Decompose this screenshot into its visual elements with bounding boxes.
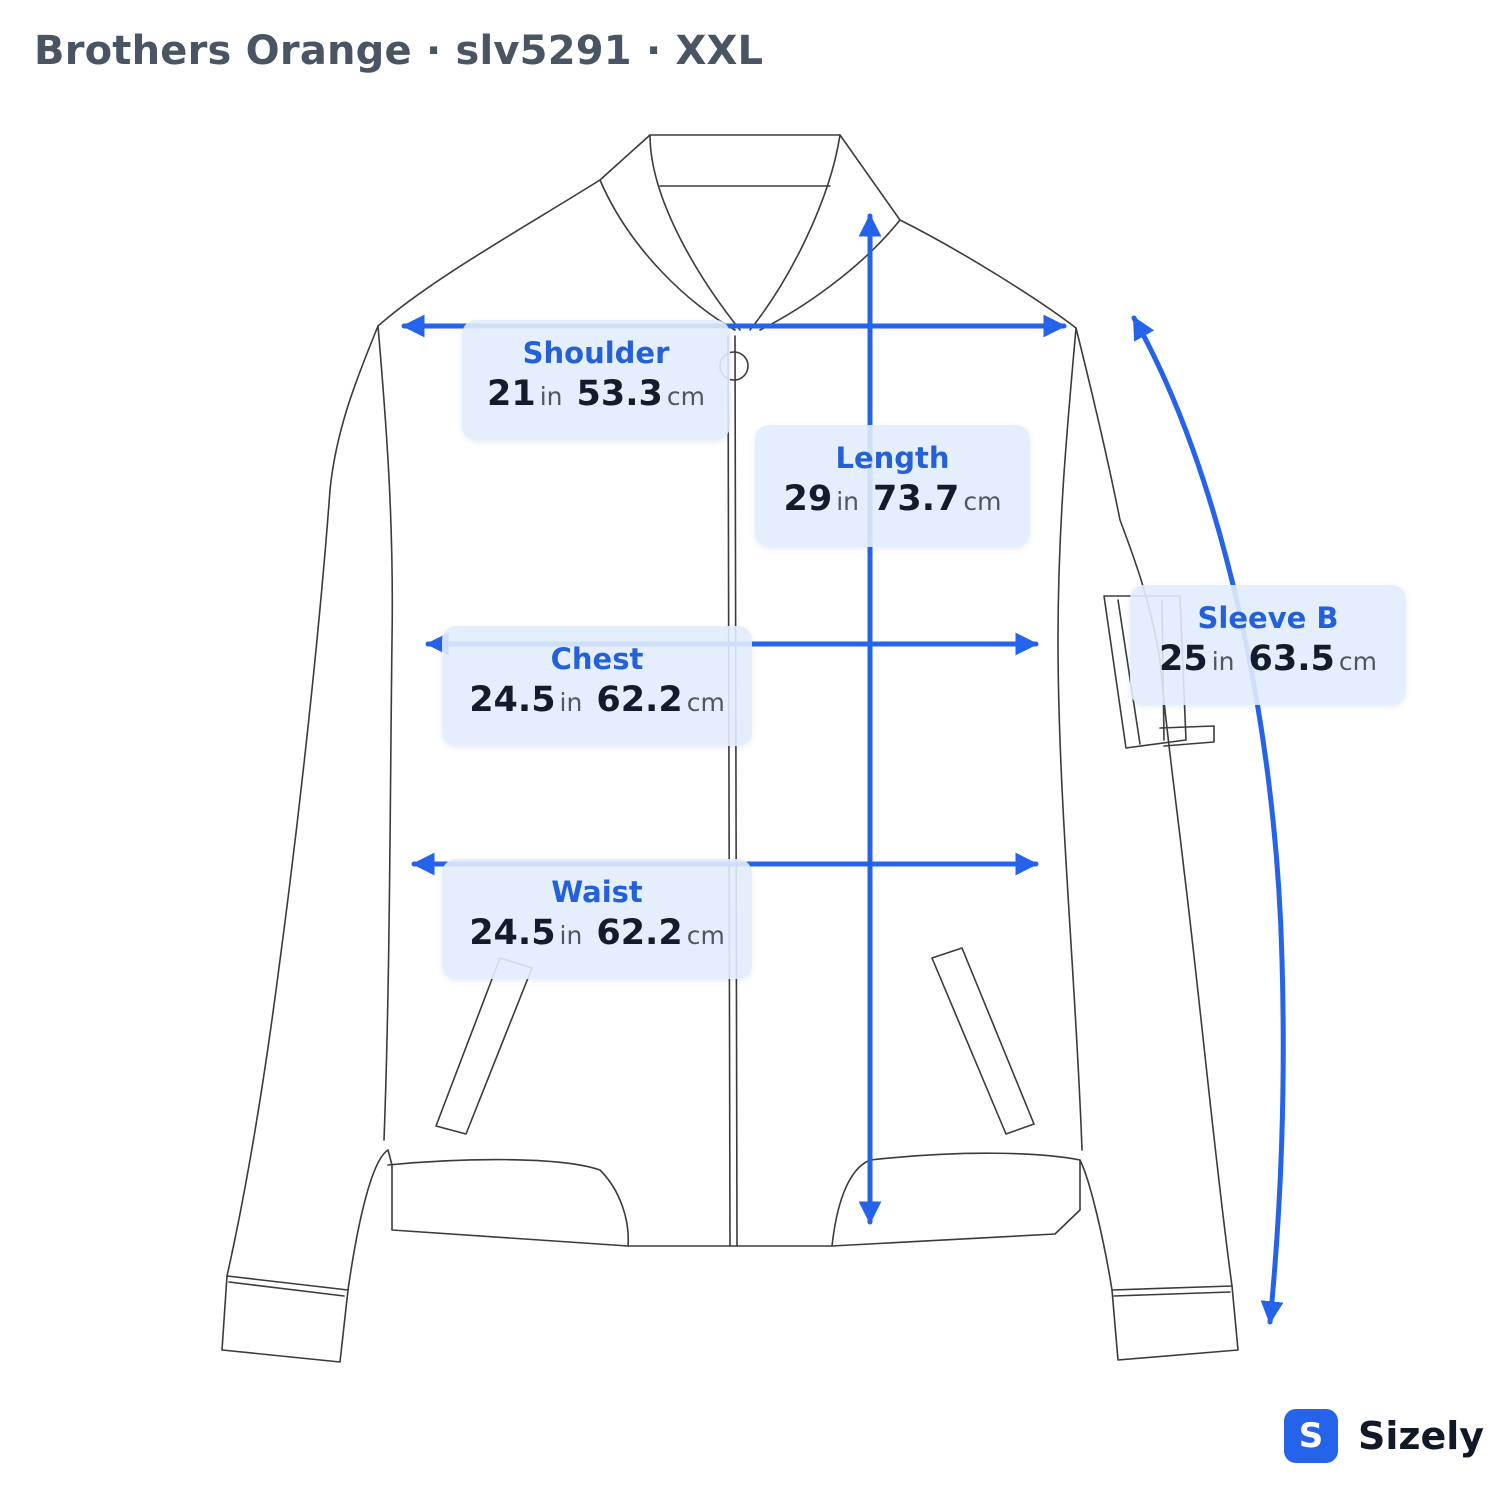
brand-s-icon: S (1284, 1409, 1338, 1463)
shoulder-inch-unit: in (539, 382, 563, 411)
chest-cm: 62.2 (596, 680, 683, 720)
right-cuff-line (1113, 1291, 1231, 1297)
sleeve-label: Sleeve B (1197, 601, 1339, 635)
shoulder-inches: 21 (487, 374, 536, 414)
length-inch-unit: in (836, 487, 860, 516)
sleeve-arrow (1131, 315, 1286, 1325)
left-cuff-line (228, 1281, 345, 1297)
chest-label: Chest (550, 642, 644, 676)
left-cuff (221, 1275, 349, 1363)
sleeve-inch-unit: in (1211, 647, 1235, 676)
chest-cm-unit: cm (686, 688, 725, 717)
sleeve-cm-unit: cm (1338, 647, 1377, 676)
collar-rib-right-inner (759, 219, 901, 331)
waistband-top-right (831, 1152, 1081, 1247)
right-sleeve-seam (1057, 327, 1083, 1151)
left-sleeve-seam (377, 325, 394, 1141)
sleeve-cm: 63.5 (1248, 639, 1335, 679)
left-pocket (435, 957, 533, 1135)
length-inches: 29 (783, 479, 833, 519)
jacket-outline (221, 134, 1239, 1363)
page-title: Brothers Orange · slv5291 · XXL (34, 28, 764, 74)
brand-name: Sizely (1358, 1414, 1485, 1458)
shoulder-cm: 53.3 (576, 374, 663, 414)
length-cm-unit: cm (963, 487, 1002, 516)
waist-inch-unit: in (559, 921, 583, 950)
right-pocket (931, 947, 1035, 1135)
shoulder-label: Shoulder (522, 336, 670, 370)
length-label: Length (835, 441, 950, 475)
collar-rib-left-inner (599, 179, 736, 331)
waistband-top-left (387, 1158, 630, 1247)
chest-inch-unit: in (559, 688, 583, 717)
zipper-line-left (727, 335, 731, 1247)
shoulder-cm-unit: cm (666, 382, 705, 411)
waist-cm: 62.2 (596, 913, 683, 953)
collar-rib-left (649, 134, 741, 331)
sleeve-inches: 25 (1159, 639, 1208, 679)
brand-logo: S Sizely (1284, 1408, 1484, 1464)
right-cuff (1111, 1285, 1239, 1361)
waist-inches: 24.5 (469, 913, 556, 953)
waist-label: Waist (551, 875, 643, 909)
collar-rib-right (749, 134, 841, 331)
zipper-line-right (734, 335, 738, 1247)
waist-cm-unit: cm (686, 921, 725, 950)
length-cm: 73.7 (873, 479, 960, 519)
chest-inches: 24.5 (469, 680, 556, 720)
